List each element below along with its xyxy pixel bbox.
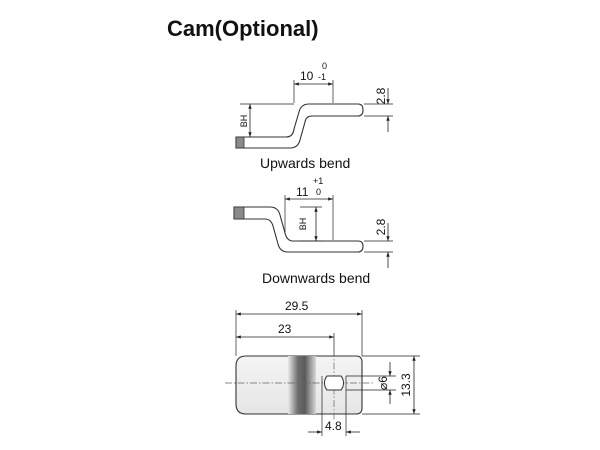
downwards-length-label: 11 <box>296 185 309 199</box>
overall-length-label: 29.5 <box>285 299 309 313</box>
upwards-bh-label: BH <box>239 115 249 128</box>
downwards-cam-profile <box>233 206 364 253</box>
downwards-tol-upper: +1 <box>313 176 323 186</box>
upwards-length-label: 10 <box>300 69 314 83</box>
upwards-bend-caption: Upwards bend <box>260 155 350 171</box>
downwards-bend-caption: Downwards bend <box>262 270 370 286</box>
downwards-bend-view: 11 +1 0 BH 2.8 Downwards bend <box>233 176 393 286</box>
downwards-cam-tip <box>233 206 245 220</box>
upwards-bend-view: 10 0 -1 2.8 BH Upwards bend <box>235 61 393 171</box>
upwards-cam-profile <box>235 103 364 149</box>
upwards-thickness-label: 2.8 <box>374 87 388 104</box>
upwards-tol-lower: -1 <box>318 72 326 82</box>
hole-diameter-label: ⌀6 <box>376 376 390 390</box>
downwards-tol-lower: 0 <box>316 187 321 197</box>
width-label: 13.3 <box>399 373 413 397</box>
upwards-tol-upper: 0 <box>322 61 327 71</box>
cam-hole <box>323 375 345 391</box>
downwards-bh-label: BH <box>298 218 308 231</box>
plan-view: 29.5 23 ⌀6 13.3 4.8 <box>225 299 420 436</box>
hole-offset-label: 4.8 <box>325 419 342 433</box>
upwards-cam-tip <box>235 136 245 149</box>
downwards-thickness-label: 2.8 <box>374 218 388 235</box>
bend-zone <box>288 356 316 414</box>
page-title: Cam(Optional) <box>167 16 319 41</box>
hole-position-label: 23 <box>278 322 292 336</box>
